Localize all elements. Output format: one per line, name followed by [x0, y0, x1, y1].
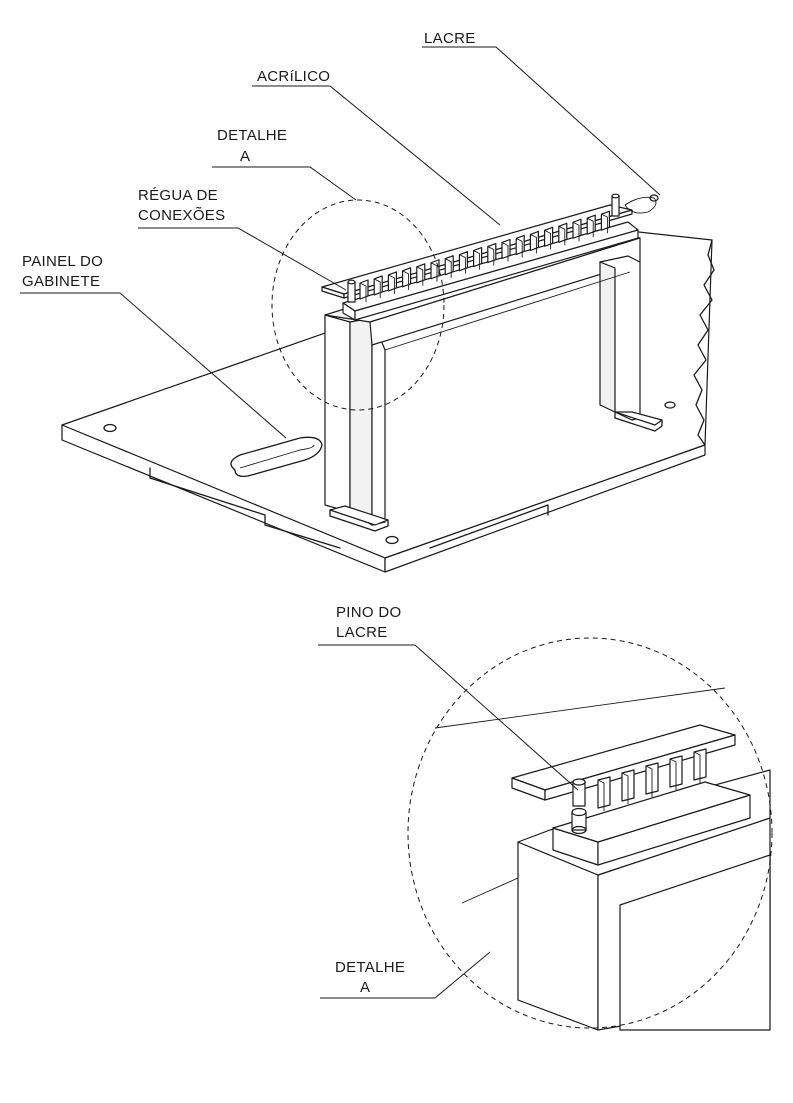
terminal-fin — [359, 279, 369, 300]
label-painel-line1: PAINEL DO — [22, 253, 104, 270]
terminal-fin — [416, 263, 426, 284]
terminal-fin — [487, 242, 497, 264]
seal-pin-icon — [347, 193, 659, 303]
detail-a-view — [434, 687, 771, 1031]
label-regua-line1: RÉGUA DE — [138, 187, 218, 204]
terminal-fin — [543, 226, 554, 247]
label-detalhe-bottom-line1: DETALHE — [335, 959, 406, 976]
terminal-fin — [444, 255, 454, 276]
label-pino-line2: LACRE — [336, 624, 388, 641]
terminal-fin — [529, 230, 540, 251]
terminal-fin — [558, 222, 568, 243]
cabinet-panel — [61, 229, 715, 573]
terminal-fin — [387, 271, 397, 292]
label-detalhe-bottom-line2: A — [360, 979, 371, 996]
terminal-fin — [373, 275, 383, 296]
terminal-fin — [515, 234, 525, 256]
leader-lines-bottom — [318, 644, 579, 999]
terminal-fin — [402, 267, 412, 288]
detail-a-circle-top — [271, 199, 445, 411]
label-lacre: LACRE — [424, 30, 476, 47]
leader-lines-top — [20, 46, 661, 439]
terminal-fin — [473, 247, 483, 268]
terminal-fin — [430, 259, 440, 280]
label-painel-line2: GABINETE — [22, 273, 101, 290]
label-detalhe-top-line1: DETALHE — [217, 127, 288, 144]
terminal-fin — [586, 214, 596, 235]
terminal-fin — [600, 210, 611, 231]
detail-seal-pin-icon — [571, 778, 587, 835]
label-pino-line1: PINO DO — [336, 604, 402, 621]
terminal-fin — [501, 238, 511, 260]
label-regua-line2: CONEXÕES — [138, 207, 226, 224]
label-acrilico: ACRíLICO — [257, 68, 331, 85]
detail-a-circle-bottom — [407, 637, 773, 1029]
terminal-fin — [572, 218, 582, 239]
connector-terminals — [359, 210, 611, 302]
detail-terminals — [597, 748, 707, 811]
terminal-fin — [458, 251, 468, 272]
label-detalhe-top-line2: A — [240, 148, 251, 165]
